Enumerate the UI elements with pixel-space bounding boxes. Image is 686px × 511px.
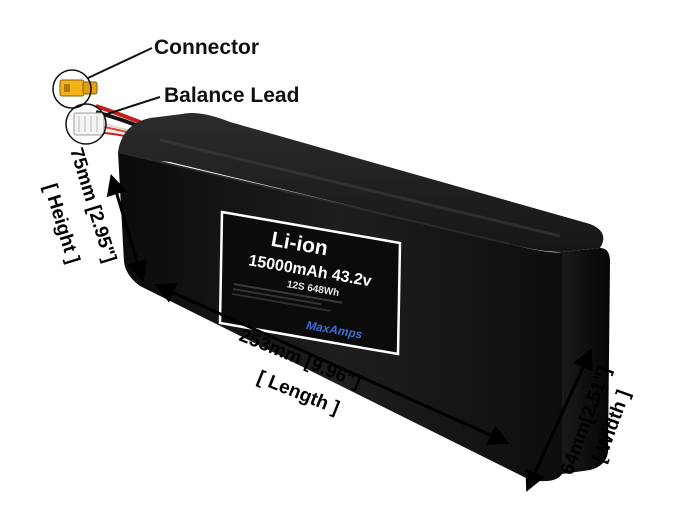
connector-callout-label: Connector [154,36,259,59]
balance-lead-callout-label: Balance Lead [164,84,299,107]
connector-callout-circle [52,69,92,109]
xt-connector [59,79,98,97]
balance-lead-callout-circle [65,103,107,145]
height-name-label: [ Height ] [39,181,83,266]
length-arrow [154,283,510,445]
balance-lead-leader-line [103,96,161,116]
height-arrow [106,173,148,283]
width-arrow [525,348,593,492]
connector-leader-line [87,47,153,79]
balance-plug [73,112,105,136]
